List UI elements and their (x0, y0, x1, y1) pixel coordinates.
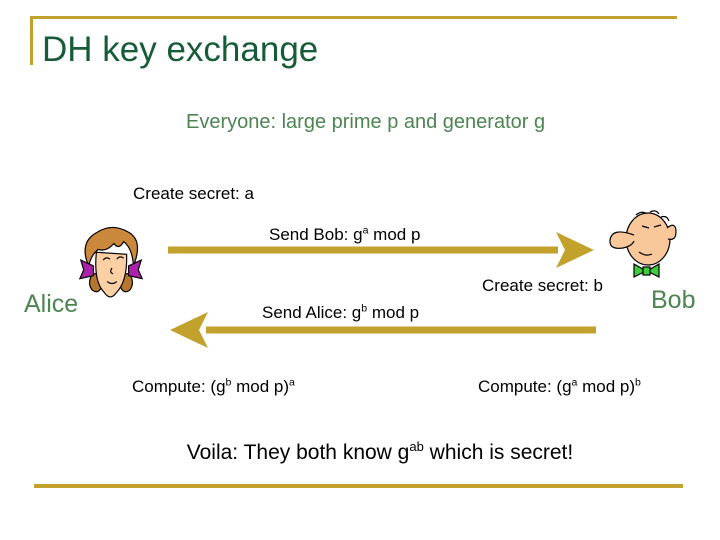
compute-alice-exp2: a (289, 376, 295, 389)
create-secret-b-label: Create secret: b (482, 276, 603, 295)
page-title: DH key exchange (42, 30, 319, 69)
compute-bob-exp1: a (571, 376, 578, 389)
create-secret-a-label: Create secret: a (133, 184, 254, 203)
voila-text: Voila: They both know g (186, 441, 410, 464)
compute-bob-text: Compute: (g (478, 377, 572, 396)
title-left-rule (30, 16, 33, 65)
title-top-rule (30, 16, 677, 19)
send-alice-text-post: mod p (367, 303, 420, 322)
send-bob-label: Send Bob: ga mod p (269, 225, 420, 245)
compute-alice-label: Compute: (gb mod p)a (132, 377, 295, 397)
voila-exponent: ab (409, 439, 424, 454)
send-alice-exponent: b (361, 302, 368, 315)
right-arrow-icon (168, 232, 594, 268)
alice-label: Alice (24, 290, 79, 318)
send-bob-exponent: a (362, 224, 369, 237)
send-bob-text-post: mod p (368, 225, 421, 244)
compute-bob-label: Compute: (ga mod p)b (478, 377, 641, 397)
bottom-rule (34, 484, 683, 488)
compute-alice-text: Compute: (g (132, 377, 226, 396)
bob-face-icon (609, 210, 677, 278)
send-alice-label: Send Alice: gb mod p (262, 303, 419, 323)
bob-label: Bob (651, 286, 696, 314)
send-alice-text: Send Alice: g (262, 303, 362, 322)
send-bob-text: Send Bob: g (269, 225, 363, 244)
compute-alice-text-mid: mod p) (231, 377, 290, 396)
subtitle-everyone: Everyone: large prime p and generator g (186, 111, 546, 133)
voila-text-post: which is secret! (423, 441, 574, 464)
voila-conclusion: Voila: They both know gab which is secre… (60, 439, 700, 465)
compute-alice-exp1: b (225, 376, 232, 389)
compute-bob-text-mid: mod p) (577, 377, 636, 396)
compute-bob-exp2: b (635, 376, 641, 389)
alice-face-icon (78, 226, 144, 298)
left-arrow-icon (170, 312, 596, 348)
